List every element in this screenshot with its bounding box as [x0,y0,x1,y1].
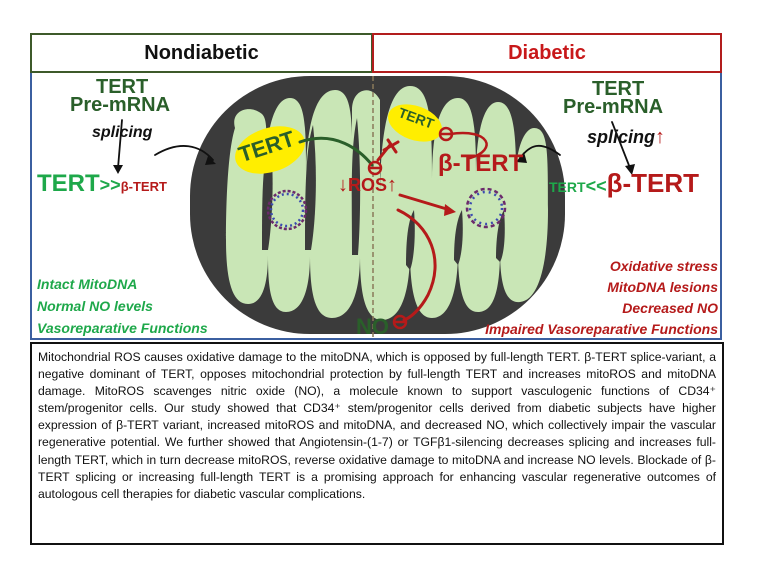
left-splicing-label: splicing [92,124,153,141]
right-pre-mrna-label: Pre-mRNA [563,96,664,118]
cristae [226,86,548,320]
caption-text: Mitochondrial ROS causes oxidative damag… [30,342,724,545]
ros-down-arrow: ↓ [338,174,348,196]
left-tert-label: TERT [96,76,149,98]
right-tert-label: TERT [592,78,645,100]
left-ratio-beta-tert: β-TERT [120,179,167,194]
left-outcome-2: Normal NO levels [37,298,153,314]
splicing-up-arrow: ↑ [655,126,666,148]
ros-up-arrow: ↑ [387,174,398,196]
right-outcome-2: MitoDNA lesions [607,279,718,295]
left-ratio: TERT>>β-TERT [37,170,167,198]
header-diabetic: Diabetic [372,33,722,73]
left-outcome-3: Vasoreparative Functions [37,320,208,336]
left-ratio-tert: TERT [37,170,100,197]
right-splicing-label: splicing↑ [587,126,665,149]
arrowheads [113,152,635,175]
left-outcome-1: Intact MitoDNA [37,276,138,292]
tert-ellipse-left [235,126,305,174]
ros-text: ROS [348,175,388,195]
mitodna-right [465,187,507,229]
right-outcome-4: Impaired Vasoreparative Functions [485,321,718,337]
right-splicing-text: splicing [587,127,656,147]
right-ratio: TERT<<β-TERT [549,168,699,199]
mito-beta-tert: β-TERT [438,150,524,177]
arrowheads-red [444,204,456,216]
left-pre-mrna-label: Pre-mRNA [70,94,171,116]
tert-ellipse-right [388,104,442,142]
right-ratio-tert: TERT [549,179,586,195]
right-ratio-op: << [585,176,607,196]
mito-no: NO [356,314,389,339]
right-outcome-3: Decreased NO [622,300,718,316]
right-ratio-beta-tert: β-TERT [606,168,700,198]
header-nondiabetic: Nondiabetic [30,33,373,73]
mitodna-left [266,189,308,231]
arrows [117,119,631,330]
right-outcome-1: Oxidative stress [609,258,718,274]
left-ratio-op: >> [99,175,121,195]
mito-ros: ↓ROS↑ [338,174,397,197]
